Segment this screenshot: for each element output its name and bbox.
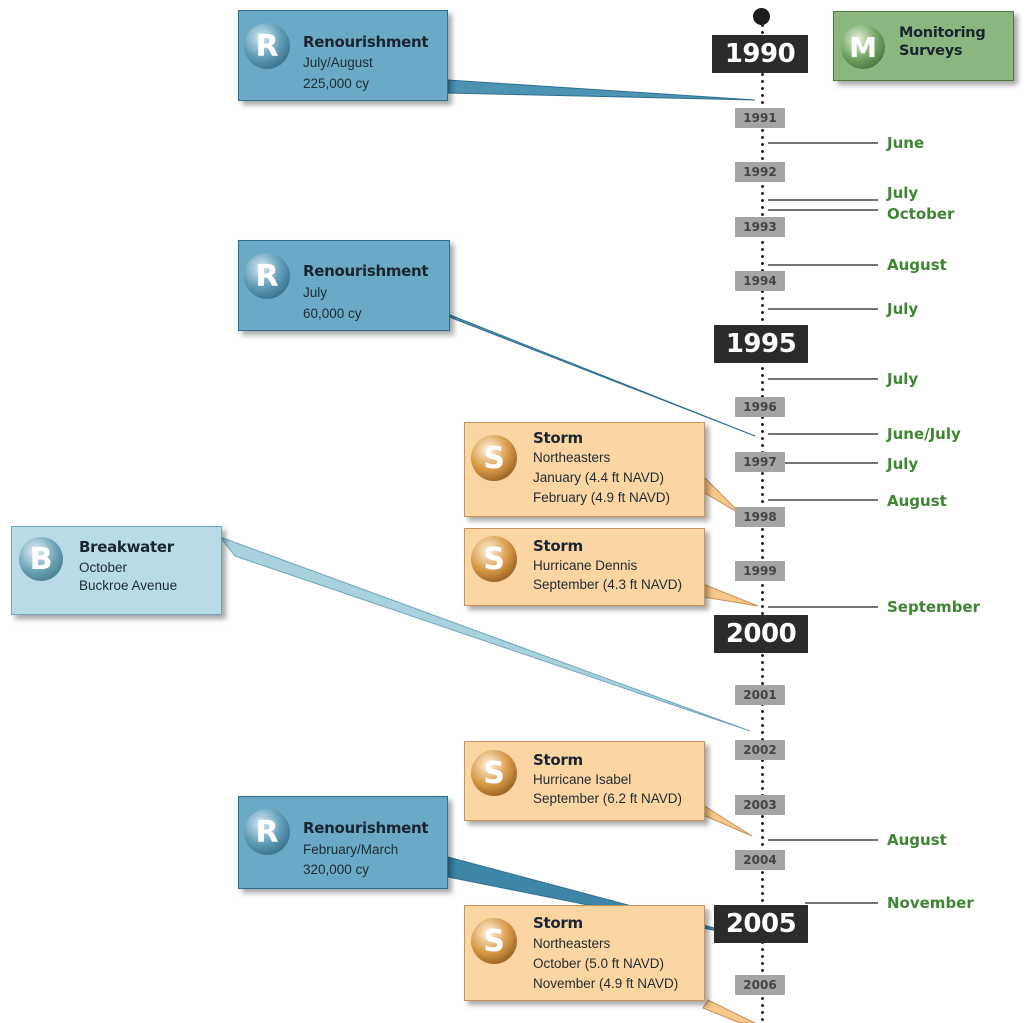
year-marker-2000: 2000 <box>714 615 808 653</box>
event-title: Storm <box>533 537 583 555</box>
event-title: Renourishment <box>303 33 429 51</box>
breakwater-pointer <box>218 535 751 732</box>
event-title: Breakwater <box>79 538 174 556</box>
storm-1998-callout: S Storm Northeasters January (4.4 ft NAV… <box>464 422 705 517</box>
timeline-start-dot <box>753 8 770 25</box>
storm-2003-callout: S Storm Hurricane Isabel September (6.2 … <box>464 741 705 821</box>
survey-label-1995-july: July <box>887 370 919 388</box>
storm-medallion-icon: S <box>471 750 517 796</box>
storm-2006-pointer <box>702 999 756 1023</box>
monitoring-legend-subtitle: Surveys <box>899 43 963 59</box>
survey-label-2004-november: November <box>887 894 974 912</box>
event-detail: Northeasters <box>533 450 611 465</box>
event-detail: Buckroe Avenue <box>79 578 178 593</box>
event-title: Storm <box>533 751 583 769</box>
year-marker-1994: 1994 <box>735 271 785 291</box>
renourishment-medallion-icon: R <box>244 253 290 299</box>
event-detail: February (4.9 ft NAVD) <box>533 490 671 505</box>
event-detail: July <box>303 285 328 300</box>
storm-medallion-icon: S <box>471 918 517 964</box>
monitoring-medallion-icon: M <box>841 25 885 69</box>
storm-1999-callout: S Storm Hurricane Dennis September (4.3 … <box>464 528 705 606</box>
renourishment-medallion-icon: R <box>244 23 290 69</box>
event-title: Renourishment <box>303 819 429 837</box>
event-detail: February/March <box>303 842 399 857</box>
renourishment-1990-pointer <box>447 79 756 101</box>
year-marker-1990: 1990 <box>712 35 808 73</box>
year-marker-1997: 1997 <box>735 452 785 472</box>
renourishment-medallion-icon: R <box>244 809 290 855</box>
year-marker-1995: 1995 <box>714 325 808 363</box>
event-detail: 60,000 cy <box>303 306 362 321</box>
event-detail: October <box>79 560 128 575</box>
event-detail: October (5.0 ft NAVD) <box>533 956 665 971</box>
year-marker-2003: 2003 <box>735 795 785 815</box>
year-marker-1991: 1991 <box>735 108 785 128</box>
storm-1999-pointer <box>702 583 759 607</box>
year-marker-2005: 2005 <box>714 905 808 943</box>
renourishment-1990-callout: R Renourishment July/August 225,000 cy <box>238 10 448 101</box>
event-detail: September (4.3 ft NAVD) <box>533 577 683 592</box>
survey-label-1999-september: September <box>887 598 980 616</box>
year-marker-2002: 2002 <box>735 740 785 760</box>
year-marker-2004: 2004 <box>735 850 785 870</box>
event-detail: Northeasters <box>533 936 611 951</box>
year-marker-1999: 1999 <box>735 561 785 581</box>
survey-label-1997-august: August <box>887 492 947 510</box>
survey-label-1994-july: July <box>887 300 919 318</box>
renourishment-1995-pointer <box>439 310 756 437</box>
event-title: Storm <box>533 429 583 447</box>
event-detail: July/August <box>303 55 373 70</box>
renourishment-2004-callout: R Renourishment February/March 320,000 c… <box>238 796 448 889</box>
survey-label-1993-august: August <box>887 256 947 274</box>
survey-label-1996-june-july: June/July <box>887 425 961 443</box>
survey-label-1992-july: July <box>887 184 919 202</box>
event-detail: Hurricane Dennis <box>533 558 638 573</box>
storm-2006-callout: S Storm Northeasters October (5.0 ft NAV… <box>464 905 705 1001</box>
survey-tick-lines <box>740 142 878 904</box>
storm-medallion-icon: S <box>471 536 517 582</box>
monitoring-legend-title: Monitoring <box>899 25 986 41</box>
event-detail: November (4.9 ft NAVD) <box>533 976 679 991</box>
year-marker-1996: 1996 <box>735 397 785 417</box>
survey-label-2003-august: August <box>887 831 947 849</box>
event-detail: 320,000 cy <box>303 862 370 877</box>
year-marker-2006: 2006 <box>735 975 785 995</box>
renourishment-1996-callout: R Renourishment July 60,000 cy <box>238 240 450 331</box>
event-detail: January (4.4 ft NAVD) <box>533 470 665 485</box>
monitoring-surveys-legend: M Monitoring Surveys <box>833 11 1014 81</box>
survey-label-1991-june: June <box>887 134 925 152</box>
event-title: Renourishment <box>303 262 429 280</box>
breakwater-callout: B Breakwater October Buckroe Avenue <box>11 526 222 615</box>
event-detail: September (6.2 ft NAVD) <box>533 791 683 806</box>
survey-label-1992-october: October <box>887 205 955 223</box>
year-marker-1998: 1998 <box>735 507 785 527</box>
event-detail: Hurricane Isabel <box>533 772 632 787</box>
event-title: Storm <box>533 914 583 932</box>
survey-label-1997-july: July <box>887 455 919 473</box>
year-marker-1992: 1992 <box>735 162 785 182</box>
event-detail: 225,000 cy <box>303 76 370 91</box>
storm-medallion-icon: S <box>471 435 517 481</box>
year-marker-2001: 2001 <box>735 685 785 705</box>
breakwater-medallion-icon: B <box>19 537 63 581</box>
year-marker-1993: 1993 <box>735 217 785 237</box>
